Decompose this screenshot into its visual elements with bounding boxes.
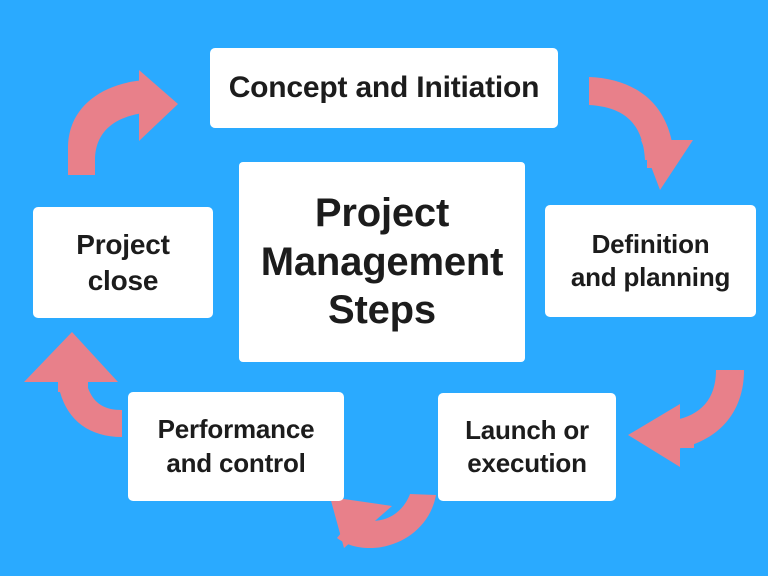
arrow-performance-to-close-icon (24, 332, 122, 437)
arrow-launch-to-performance-icon (330, 494, 436, 548)
arrow-definition-to-launch-icon (628, 370, 744, 467)
step-node-definition: Definition and planning (545, 205, 756, 317)
step-node-performance: Performance and control (128, 392, 344, 501)
step-label-concept: Concept and Initiation (228, 70, 540, 104)
step-node-close: Project close (33, 207, 213, 318)
arrow-concept-to-definition-icon (589, 77, 693, 190)
step-label-close: Project close (76, 228, 170, 296)
step-node-launch: Launch or execution (438, 393, 616, 501)
step-node-concept: Concept and Initiation (210, 48, 558, 128)
arrow-close-to-concept-icon (68, 70, 178, 175)
step-label-definition: Definition and planning (570, 228, 731, 292)
center-hub-label: Project Management Steps (260, 190, 504, 333)
step-label-performance: Performance and control (157, 414, 315, 478)
center-hub-node: Project Management Steps (239, 162, 525, 362)
step-label-launch: Launch or execution (465, 414, 589, 478)
